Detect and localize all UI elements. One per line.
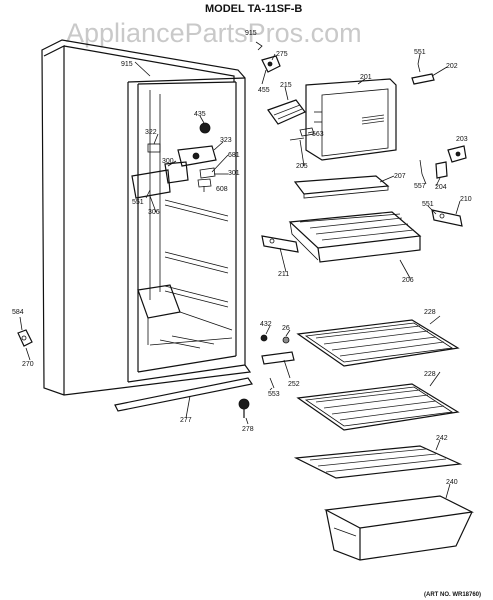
callout-584: 584 bbox=[12, 309, 24, 316]
callout-915-top: 915 bbox=[245, 30, 257, 37]
wire-shelf-lower bbox=[296, 383, 460, 431]
crisper-cover bbox=[293, 445, 463, 479]
callout-204: 204 bbox=[435, 184, 447, 191]
callout-455: 455 bbox=[258, 87, 270, 94]
callout-252: 252 bbox=[288, 381, 300, 388]
model-title: MODEL TA-11SF-B bbox=[205, 3, 302, 15]
callout-551-cabinet: 551 bbox=[132, 199, 144, 206]
callout-211: 211 bbox=[278, 271, 289, 278]
callout-270: 270 bbox=[22, 361, 34, 368]
callout-432: 432 bbox=[260, 321, 272, 328]
callout-322: 322 bbox=[145, 129, 157, 136]
top-hinge bbox=[255, 41, 281, 73]
watermark: AppliancePartsPros.com bbox=[66, 18, 362, 48]
callout-306: 306 bbox=[148, 209, 160, 216]
freezer-door bbox=[305, 78, 397, 161]
shelf-supports bbox=[260, 334, 295, 389]
callout-240: 240 bbox=[446, 479, 458, 486]
leveling-leg bbox=[238, 398, 250, 418]
callout-228-upper: 228 bbox=[424, 309, 436, 316]
callout-301: 301 bbox=[228, 170, 240, 177]
callout-551-slide: 551 bbox=[422, 201, 434, 208]
callout-915: 915 bbox=[121, 61, 133, 68]
door-hinge-pins bbox=[289, 127, 315, 141]
callout-202: 202 bbox=[446, 63, 458, 70]
control-assembly bbox=[131, 122, 217, 199]
callout-277: 277 bbox=[180, 417, 192, 424]
wire-shelf-upper bbox=[296, 319, 460, 367]
callout-681: 681 bbox=[228, 152, 240, 159]
callout-435: 435 bbox=[194, 111, 206, 118]
callout-553: 553 bbox=[268, 391, 280, 398]
cabinet bbox=[17, 39, 253, 412]
callout-557: 557 bbox=[414, 183, 426, 190]
tray-slides bbox=[261, 209, 463, 253]
callout-26: 26 bbox=[282, 325, 290, 332]
callout-608: 608 bbox=[216, 186, 228, 193]
ice-tray bbox=[267, 99, 306, 125]
callout-201: 201 bbox=[360, 74, 372, 81]
callout-300: 300 bbox=[162, 158, 174, 165]
callout-323: 323 bbox=[220, 137, 232, 144]
art-number: (ART NO. WR18760) bbox=[424, 592, 481, 598]
door-latch bbox=[411, 63, 435, 85]
callout-205: 205 bbox=[296, 163, 308, 170]
callout-275: 275 bbox=[276, 51, 288, 58]
callouts: 915 275 455 915 215 201 551 202 435 322 … bbox=[12, 30, 472, 486]
callout-551: 551 bbox=[414, 49, 426, 56]
callout-206: 206 bbox=[402, 277, 414, 284]
callout-563: 563 bbox=[312, 131, 324, 138]
right-hinge bbox=[447, 145, 467, 163]
callout-215: 215 bbox=[280, 82, 292, 89]
callout-207: 207 bbox=[394, 173, 406, 180]
stop-parts bbox=[419, 159, 448, 179]
callout-242: 242 bbox=[436, 435, 448, 442]
crisper-drawer bbox=[324, 495, 474, 561]
callout-228-lower: 228 bbox=[424, 371, 436, 378]
callout-278: 278 bbox=[242, 426, 254, 433]
callout-210: 210 bbox=[460, 196, 472, 203]
chiller-tray bbox=[288, 211, 422, 263]
freezer-shelf-cover bbox=[293, 175, 390, 199]
leader-lines bbox=[19, 53, 461, 499]
callout-203: 203 bbox=[456, 136, 468, 143]
